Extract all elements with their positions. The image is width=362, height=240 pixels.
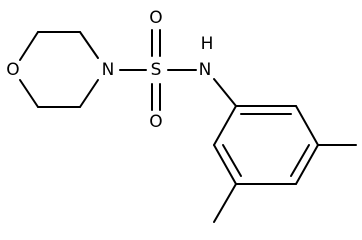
amine-group: N H xyxy=(199,34,237,107)
morpholine-ring: O N xyxy=(6,31,115,108)
sulfonyl-group: S O O xyxy=(119,8,197,132)
bond-ring-bottom-right xyxy=(79,79,99,108)
atom-nitrogen-nh: N xyxy=(199,60,212,80)
bond-nh-ring xyxy=(213,78,237,107)
bond-ar-c5-c6-inner xyxy=(222,144,242,177)
bond-ar-c6-c1 xyxy=(213,105,237,146)
bond-ar-c2-c3 xyxy=(295,105,319,146)
benzene-ring xyxy=(213,105,319,185)
atom-nitrogen-ring: N xyxy=(102,60,115,80)
atom-hydrogen-nh: H xyxy=(201,34,214,54)
bond-ar-c3-c4-inner xyxy=(290,144,310,177)
bond-ar-c5-c6 xyxy=(213,144,237,185)
atom-oxygen-bottom: O xyxy=(149,112,162,132)
bond-ar-c3-c4 xyxy=(295,144,319,185)
bond-ring-top-right xyxy=(79,31,99,59)
bond-methyl-bottom xyxy=(213,183,237,223)
bond-o-ring-lower xyxy=(19,79,39,108)
atom-oxygen-top: O xyxy=(149,8,162,28)
methyl-groups xyxy=(213,144,357,223)
atom-oxygen-ring: O xyxy=(6,60,19,80)
bond-o-ring-upper xyxy=(19,31,39,61)
atom-sulfur: S xyxy=(151,60,162,80)
